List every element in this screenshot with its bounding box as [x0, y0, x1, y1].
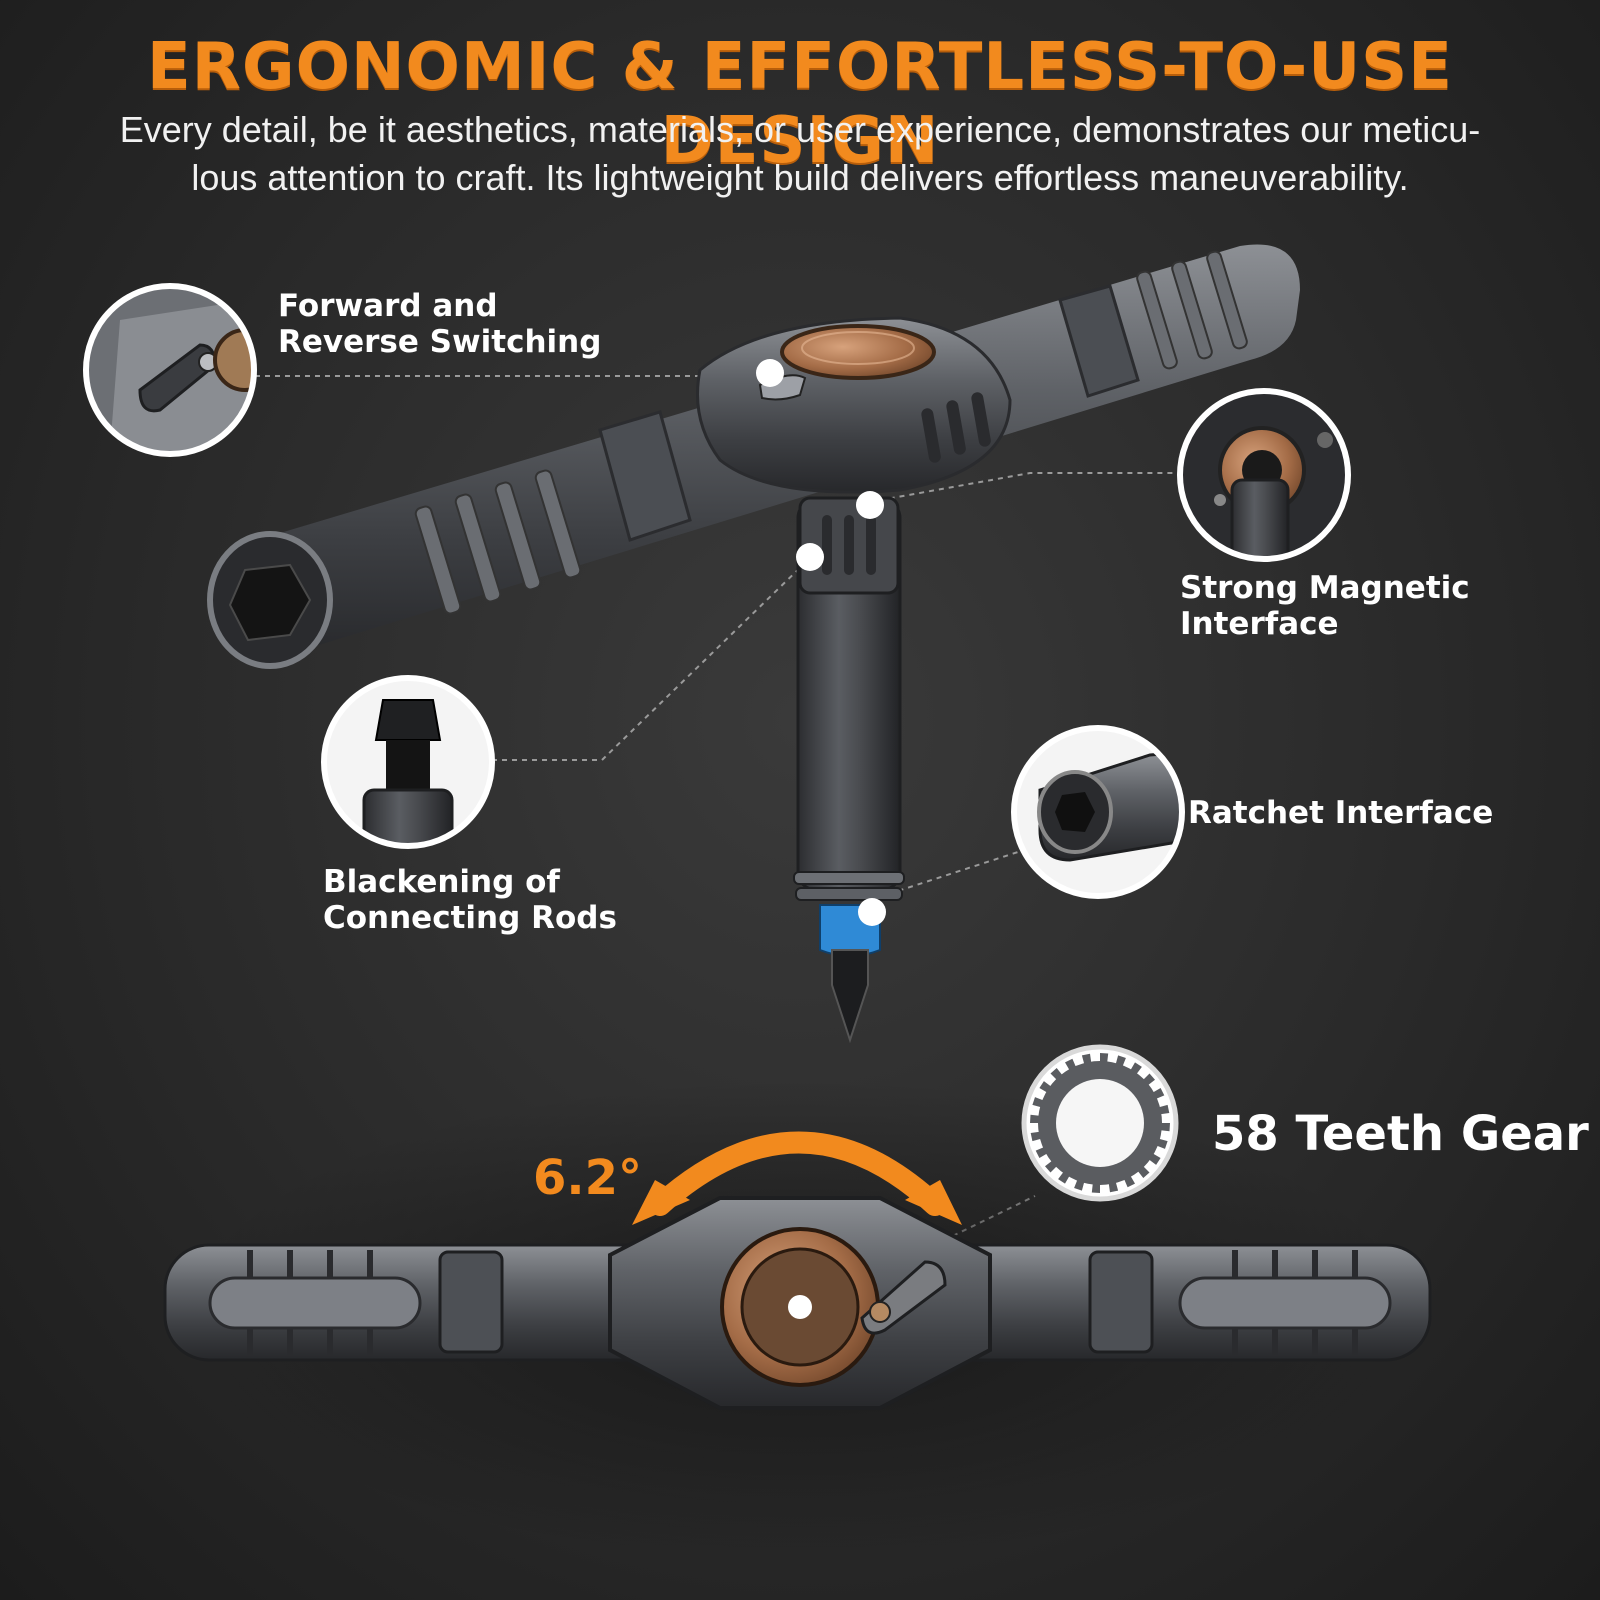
- detail-circle-forward-reverse: [83, 283, 257, 457]
- label-gear: 58 Teeth Gear: [1212, 1106, 1589, 1162]
- hex-socket-left: [228, 563, 312, 642]
- copper-cap: [780, 324, 936, 380]
- detail-circle-blackening: [321, 675, 495, 849]
- label-forward-reverse: Forward and Reverse Switching: [278, 288, 601, 360]
- page-title: ERGONOMIC & EFFORTLESS-TO-USE DESIGN: [147, 30, 1453, 178]
- label-magnetic-line1: Strong Magnetic: [1180, 570, 1470, 606]
- detail-circle-magnetic: [1177, 388, 1351, 562]
- subtitle-line-1: Every detail, be it aesthetics, material…: [119, 109, 1481, 150]
- ratchet-top-view: [163, 1196, 1432, 1410]
- label-magnetic-line2: Interface: [1180, 606, 1339, 642]
- page-subtitle: Every detail, be it aesthetics, material…: [40, 106, 1560, 202]
- label-forward-reverse-line1: Forward and: [278, 288, 498, 324]
- leader-blackening: [492, 559, 809, 761]
- label-blackening: Blackening of Connecting Rods: [323, 864, 617, 936]
- label-magnetic: Strong Magnetic Interface: [1180, 570, 1470, 642]
- phillips-bit: [831, 949, 869, 1044]
- marker-dots: [756, 359, 886, 926]
- angle-label: 6.2°: [533, 1150, 643, 1206]
- rotation-arrow-icon: [632, 1131, 962, 1225]
- label-ratchet-line1: Ratchet Interface: [1188, 795, 1494, 831]
- label-ratchet: Ratchet Interface: [1188, 795, 1493, 831]
- gear-icon: [1026, 1049, 1174, 1197]
- detail-circle-gear: [1021, 1044, 1179, 1202]
- leader-magnetic: [869, 472, 1180, 503]
- label-gear-text: 58 Teeth Gear: [1212, 1106, 1589, 1162]
- detail-circle-ratchet: [1011, 725, 1185, 899]
- label-forward-reverse-line2: Reverse Switching: [278, 324, 602, 360]
- subtitle-line-2: lous attention to craft. Its lightweight…: [191, 157, 1409, 198]
- label-blackening-line2: Connecting Rods: [323, 900, 617, 936]
- t-handle-screwdriver: [207, 244, 1300, 1044]
- label-blackening-line1: Blackening of: [323, 864, 560, 900]
